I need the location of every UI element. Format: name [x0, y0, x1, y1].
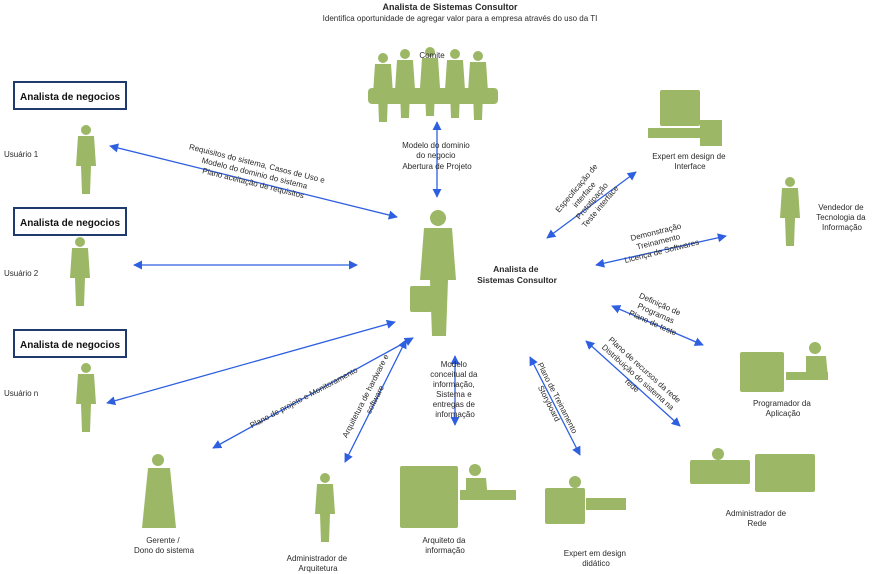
diagram-subtitle: Identifica oportunidade de agregar valor…	[323, 14, 598, 23]
business-analyst-box-2: Analista de negocios	[13, 207, 127, 236]
arrow-network-admin	[585, 340, 681, 427]
flow-info-architect: Modelo conceitual da informação, Sistema…	[430, 360, 479, 419]
flow-interface-expert: Especificação de interface Prototipação …	[554, 160, 624, 233]
flow-manager: Plano de projeto e Monitoramento	[249, 365, 360, 430]
vendor-label: Vendedor de Tecnologia da Informação	[816, 203, 868, 232]
network-admin-figure	[690, 448, 815, 492]
info-architect-figure	[400, 464, 516, 528]
user-1-label: Usuário 1	[4, 150, 39, 159]
architecture-admin-figure	[315, 473, 335, 542]
business-analyst-box-1: Analista de negocios	[13, 81, 127, 110]
arrow-interface-expert	[546, 171, 637, 239]
consultant-figure	[410, 210, 456, 336]
flow-network-admin: Plano de recursos da rede Distribuição d…	[593, 335, 684, 421]
arrow-user-1	[109, 143, 398, 220]
business-analyst-label-3: Analista de negocios	[20, 340, 120, 351]
arrow-didactic-expert	[529, 356, 581, 456]
business-analyst-label-2: Analista de negocios	[20, 218, 120, 229]
didactic-expert-figure	[545, 476, 626, 524]
flow-user-1: Requisitos do sistema, Casos de Uso e Mo…	[183, 142, 328, 204]
business-analyst-box-3: Analista de negocios	[13, 329, 127, 358]
diagram-title: Analista de Sistemas Consultor	[382, 2, 518, 12]
didactic-expert-label: Expert em design didático	[564, 549, 629, 568]
arrow-user-n	[106, 319, 396, 406]
programmer-figure	[740, 342, 828, 392]
user-n-label: Usuário n	[4, 389, 38, 398]
flow-vendor: Demonstração Treinamento Licença de Soft…	[619, 218, 700, 265]
user-2-label: Usuário 2	[4, 269, 39, 278]
arrow-manager	[212, 337, 414, 449]
architecture-admin-label: Administrador de Arquitetura	[287, 554, 350, 573]
vendor-figure	[780, 177, 800, 246]
flow-architecture-admin: Arquitetura de hardware e software	[341, 351, 401, 444]
committee-label: Comite	[419, 51, 445, 60]
flow-programmer: Definição de Programas Plano de teste	[628, 290, 687, 338]
user-n-figure	[76, 363, 96, 432]
arrow-programmer	[611, 305, 704, 346]
flow-committee: Modelo do dominio do negocio Abertura de…	[402, 141, 472, 171]
network-admin-label: Administrador de Rede	[726, 509, 789, 528]
committee-figure	[368, 47, 498, 122]
interface-expert-figure	[648, 90, 722, 146]
consultant-label: Analista de Sistemas Consultor	[477, 264, 558, 285]
manager-label: Gerente / Dono do sistema	[134, 536, 195, 555]
business-analyst-label-1: Analista de negocios	[20, 92, 120, 103]
user-1-figure	[76, 125, 96, 194]
user-2-figure	[70, 237, 90, 306]
manager-figure	[142, 454, 176, 528]
info-architect-label: Arquiteto da informação	[422, 536, 467, 555]
flow-didactic-expert: Plano de Treinamento Storyboard	[527, 361, 580, 441]
interface-expert-label: Expert em design de Interface	[652, 152, 728, 171]
arrow-vendor	[595, 233, 727, 268]
programmer-label: Programador da Aplicação	[753, 399, 813, 418]
